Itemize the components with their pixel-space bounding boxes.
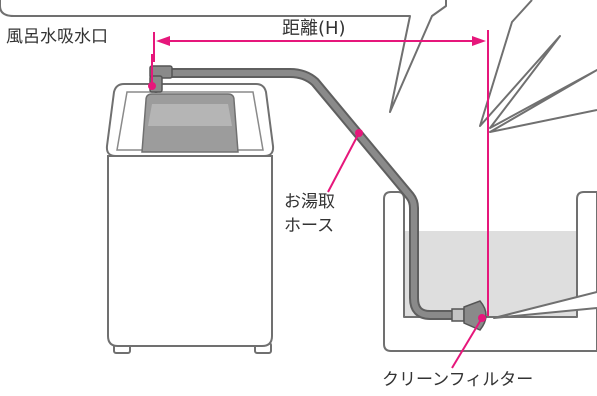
bathtub-outline <box>383 191 597 352</box>
washing-machine-icon <box>105 83 275 354</box>
inlet-leader-dot <box>148 82 156 90</box>
filter-collar <box>451 308 465 322</box>
distance-label: 距離(H) <box>282 18 346 39</box>
hot-water-hose-label-line1: お湯取 <box>284 192 335 212</box>
distance-arrow-right <box>472 36 486 46</box>
speech-bubble-tip-tub <box>493 291 597 319</box>
hose-fill <box>153 70 461 318</box>
speech-bubble-left <box>0 0 447 113</box>
hot-water-hose-label-line2: ホース <box>284 216 335 236</box>
machine-body <box>107 155 273 347</box>
distance-arrow-left <box>156 36 170 46</box>
hose-leader-line <box>327 132 360 193</box>
hose-leader-dot <box>355 129 363 137</box>
bathtub-icon <box>383 191 597 352</box>
bath-water-inlet-label: 風呂水吸水口 <box>6 27 108 47</box>
filter-leader-dot <box>478 314 486 322</box>
bathtub-water <box>404 231 577 317</box>
machine-lid-highlight <box>148 104 232 126</box>
distance-dimension <box>153 30 489 316</box>
leader-lines <box>148 54 486 369</box>
speech-bubble-right <box>479 0 597 133</box>
machine-lid-frame <box>116 91 264 151</box>
filter-leader-line <box>451 317 483 369</box>
clean-filter-label: クリーンフィルター <box>382 370 534 390</box>
hot-water-hose-label: お湯取 ホース <box>284 190 335 238</box>
speech-bubbles <box>0 0 597 133</box>
